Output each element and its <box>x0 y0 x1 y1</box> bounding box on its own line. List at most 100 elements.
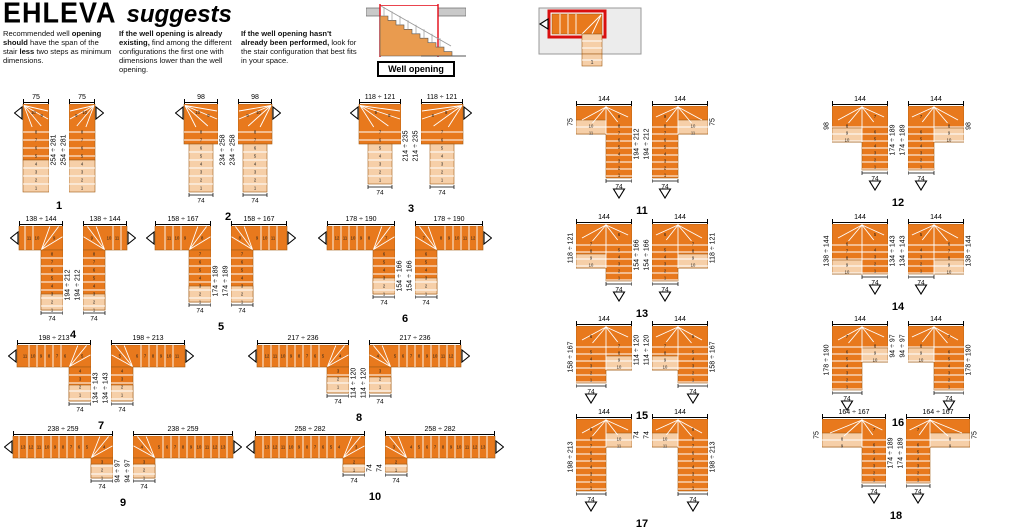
svg-text:1: 1 <box>383 292 386 297</box>
svg-text:74: 74 <box>917 176 925 183</box>
svg-text:2: 2 <box>692 370 695 375</box>
svg-text:4: 4 <box>692 356 695 361</box>
svg-text:1: 1 <box>395 468 398 473</box>
svg-text:6: 6 <box>379 138 382 143</box>
svg-text:4: 4 <box>948 363 951 368</box>
svg-text:6: 6 <box>590 334 593 339</box>
svg-text:3: 3 <box>618 261 621 266</box>
svg-text:6: 6 <box>618 232 621 237</box>
svg-text:6: 6 <box>314 354 317 359</box>
dim-mid-label: 94 ÷ 97 <box>114 459 122 483</box>
svg-text:5: 5 <box>618 247 621 252</box>
svg-text:11: 11 <box>691 130 696 135</box>
svg-text:8: 8 <box>846 123 849 128</box>
svg-text:74: 74 <box>392 478 400 485</box>
config-number: 15 <box>635 410 649 422</box>
svg-text:74: 74 <box>871 280 879 287</box>
svg-text:9: 9 <box>360 236 363 241</box>
svg-text:4: 4 <box>618 151 621 156</box>
svg-text:8: 8 <box>48 354 51 359</box>
dim-outer-label: 75 <box>813 431 821 439</box>
svg-text:4: 4 <box>339 354 342 359</box>
plan-exit-arrow-icon <box>538 18 549 30</box>
svg-text:7: 7 <box>385 236 388 241</box>
svg-text:1: 1 <box>664 275 667 280</box>
svg-text:6: 6 <box>199 260 202 265</box>
config-number: 7 <box>97 420 105 432</box>
svg-text:4: 4 <box>846 363 849 368</box>
dim-top-label: 144 <box>908 212 964 224</box>
svg-text:7: 7 <box>618 130 621 135</box>
svg-text:12: 12 <box>449 354 454 359</box>
dim-mid-label: 174 ÷ 189 <box>887 437 895 469</box>
svg-text:10: 10 <box>691 123 696 128</box>
svg-text:10: 10 <box>175 236 180 241</box>
dim-outer-label: 158 ÷ 167 <box>709 340 717 373</box>
dim-top-label: 144 <box>832 314 888 326</box>
svg-text:2: 2 <box>441 170 444 175</box>
svg-text:5: 5 <box>664 144 667 149</box>
dim-mid-label: 234 ÷ 258 <box>219 134 227 166</box>
svg-text:4: 4 <box>874 143 877 148</box>
svg-text:9: 9 <box>184 236 187 241</box>
svg-text:74: 74 <box>48 316 56 323</box>
svg-text:7: 7 <box>423 236 426 241</box>
dim-mid-label: 174 ÷ 189 <box>899 124 907 156</box>
svg-text:10: 10 <box>589 262 594 267</box>
svg-text:3: 3 <box>441 162 444 167</box>
svg-text:74: 74 <box>689 497 697 504</box>
svg-text:5: 5 <box>874 232 877 237</box>
svg-text:4: 4 <box>241 276 244 281</box>
svg-text:9: 9 <box>207 113 210 118</box>
svg-text:10: 10 <box>35 236 40 241</box>
svg-text:6: 6 <box>322 445 325 450</box>
svg-text:8: 8 <box>618 350 621 355</box>
svg-text:1: 1 <box>79 393 82 398</box>
svg-text:74: 74 <box>587 497 595 504</box>
svg-text:74: 74 <box>615 287 623 294</box>
dim-outer-label: 98 <box>823 122 831 130</box>
svg-text:8: 8 <box>664 350 667 355</box>
svg-text:8: 8 <box>841 436 844 441</box>
svg-text:1: 1 <box>241 300 244 305</box>
svg-text:3: 3 <box>143 460 146 465</box>
plan-step-number: 1 <box>590 60 593 66</box>
svg-text:11: 11 <box>343 236 348 241</box>
svg-text:9: 9 <box>949 443 952 448</box>
svg-text:7: 7 <box>70 445 73 450</box>
svg-text:2: 2 <box>692 478 695 483</box>
dim-top-label: 164 ÷ 167 <box>822 407 886 419</box>
svg-text:74: 74 <box>140 484 148 491</box>
svg-text:5: 5 <box>418 445 421 450</box>
svg-text:3: 3 <box>93 292 96 297</box>
dim-mid-label: 94 ÷ 97 <box>124 459 132 483</box>
svg-text:5: 5 <box>254 154 257 159</box>
svg-text:3: 3 <box>355 445 358 450</box>
svg-text:3: 3 <box>425 276 428 281</box>
svg-text:8: 8 <box>440 236 443 241</box>
svg-text:7: 7 <box>664 343 667 348</box>
svg-text:3: 3 <box>241 284 244 289</box>
svg-text:4: 4 <box>377 354 380 359</box>
dim-mid-label: 214 ÷ 235 <box>412 130 420 162</box>
svg-text:5: 5 <box>383 260 386 265</box>
config-number: 9 <box>119 497 127 509</box>
svg-text:10: 10 <box>663 436 668 441</box>
